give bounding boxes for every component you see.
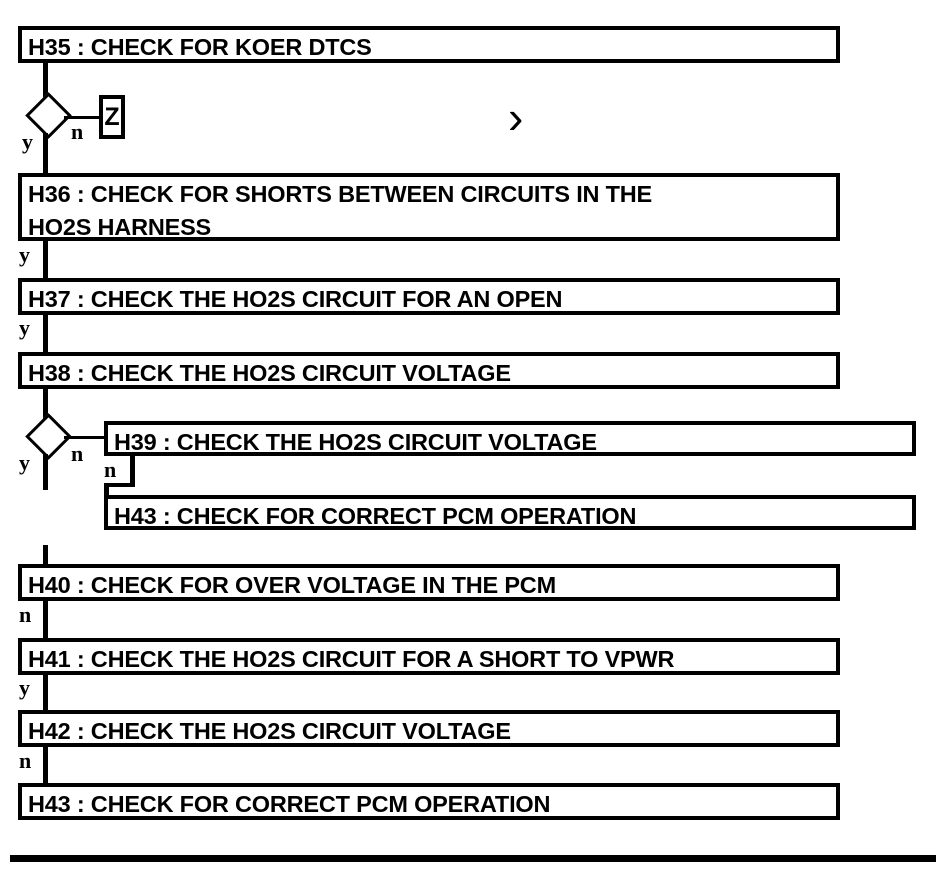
node-h38-label: H38 : CHECK THE HO2S CIRCUIT VOLTAGE bbox=[28, 360, 511, 386]
edge-label-h42-no: n bbox=[19, 748, 32, 773]
chevron-right-icon: › bbox=[508, 91, 524, 143]
edge-h41-to-h42 bbox=[43, 675, 48, 710]
edge-label-decision1-yes: y bbox=[22, 129, 33, 154]
node-h40[interactable]: H40 : CHECK FOR OVER VOLTAGE IN THE PCM bbox=[18, 564, 840, 601]
edge-h35-to-decision1 bbox=[43, 63, 48, 101]
node-h41[interactable]: H41 : CHECK THE HO2S CIRCUIT FOR A SHORT… bbox=[18, 638, 840, 675]
edge-h37-to-h38 bbox=[43, 315, 48, 352]
edge-label-decision2-yes: y bbox=[19, 450, 30, 475]
node-h36[interactable]: H36 : CHECK FOR SHORTS BETWEEN CIRCUITS … bbox=[18, 173, 840, 241]
edge-decision2-no bbox=[64, 436, 106, 439]
edge-label-h36-yes: y bbox=[19, 242, 30, 267]
node-h35[interactable]: H35 : CHECK FOR KOER DTCS bbox=[18, 26, 840, 63]
edge-label-h41-yes: y bbox=[19, 675, 30, 700]
node-h43-label: H43 : CHECK FOR CORRECT PCM OPERATION bbox=[28, 791, 551, 817]
node-h37[interactable]: H37 : CHECK THE HO2S CIRCUIT FOR AN OPEN bbox=[18, 278, 840, 315]
edge-h38-to-decision2 bbox=[43, 389, 48, 421]
terminal-z-label: Z bbox=[104, 102, 120, 131]
edge-label-decision2-no: n bbox=[71, 441, 84, 466]
edge-decision2-to-h40 bbox=[43, 545, 48, 565]
edge-h39-to-h43b-drop bbox=[104, 483, 109, 498]
node-h43[interactable]: H43 : CHECK FOR CORRECT PCM OPERATION bbox=[18, 783, 840, 820]
node-h38[interactable]: H38 : CHECK THE HO2S CIRCUIT VOLTAGE bbox=[18, 352, 840, 389]
node-h42[interactable]: H42 : CHECK THE HO2S CIRCUIT VOLTAGE bbox=[18, 710, 840, 747]
node-h43-branch[interactable]: H43 : CHECK FOR CORRECT PCM OPERATION bbox=[104, 495, 916, 530]
node-h42-label: H42 : CHECK THE HO2S CIRCUIT VOLTAGE bbox=[28, 718, 511, 744]
edge-h39-to-h43b-vertical bbox=[130, 456, 135, 486]
edge-h42-to-h43 bbox=[43, 747, 48, 783]
edge-label-h40-no: n bbox=[19, 602, 32, 627]
node-h40-label: H40 : CHECK FOR OVER VOLTAGE IN THE PCM bbox=[28, 572, 556, 598]
edge-h40-to-h41 bbox=[43, 601, 48, 638]
node-h35-label: H35 : CHECK FOR KOER DTCS bbox=[28, 34, 372, 60]
node-h43-branch-label: H43 : CHECK FOR CORRECT PCM OPERATION bbox=[114, 503, 637, 529]
edge-decision1-no bbox=[64, 116, 99, 119]
edge-label-h37-yes: y bbox=[19, 315, 30, 340]
edge-decision1-yes bbox=[43, 133, 48, 173]
edge-h39-to-h43b-horizontal bbox=[104, 483, 135, 487]
footer-divider bbox=[10, 855, 936, 862]
node-h41-label: H41 : CHECK THE HO2S CIRCUIT FOR A SHORT… bbox=[28, 646, 675, 672]
node-h37-label: H37 : CHECK THE HO2S CIRCUIT FOR AN OPEN bbox=[28, 286, 563, 312]
node-h36-label: H36 : CHECK FOR SHORTS BETWEEN CIRCUITS … bbox=[28, 181, 653, 240]
edge-h36-to-h37 bbox=[43, 241, 48, 278]
node-h39-label: H39 : CHECK THE HO2S CIRCUIT VOLTAGE bbox=[114, 429, 597, 455]
edge-decision2-yes bbox=[43, 454, 48, 490]
edge-label-h39-no: n bbox=[104, 457, 117, 482]
terminal-z-marker[interactable]: Z bbox=[99, 95, 125, 139]
edge-label-decision1-no: n bbox=[71, 119, 84, 144]
node-h39[interactable]: H39 : CHECK THE HO2S CIRCUIT VOLTAGE bbox=[104, 421, 916, 456]
